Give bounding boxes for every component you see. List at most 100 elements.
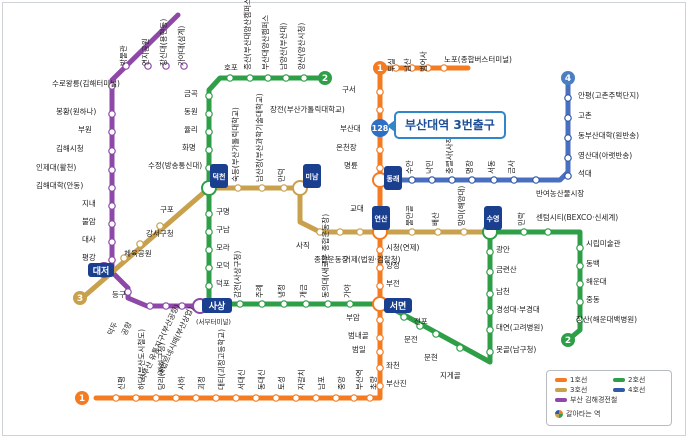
station-naengjeong[interactable]: 냉정 <box>276 284 286 298</box>
station-gimhae-college[interactable]: 김해대학(안동) <box>36 180 83 190</box>
station-jinae[interactable]: 지내 <box>82 199 96 208</box>
station-bujeon[interactable]: 부전 <box>386 278 400 288</box>
station-jangsin-univ[interactable]: 장신대(용현동) <box>158 19 168 66</box>
station-art-museum[interactable]: 시립미술관 <box>586 238 621 248</box>
station-deunggu[interactable]: 등구 <box>112 290 126 299</box>
station-daeti[interactable]: 대티(괴정고등학교) <box>216 329 226 390</box>
station-daesa[interactable]: 대사 <box>82 235 96 244</box>
station-gumyeong[interactable]: 구명 <box>216 206 230 216</box>
station-gamjeon[interactable]: 감전(사상구청) <box>232 251 242 298</box>
station-hopo[interactable]: 호포 <box>224 63 238 72</box>
station-choryang[interactable]: 초량 <box>369 376 378 390</box>
station-mangmi[interactable]: 망미(해양대) <box>456 186 466 226</box>
station-yulli[interactable]: 율리 <box>184 125 198 134</box>
station-pusan-univ[interactable]: 부산대 <box>340 123 361 133</box>
station-munjeon[interactable]: 문전 <box>404 334 418 344</box>
station-myeongjang[interactable]: 명장 <box>464 160 474 174</box>
station-gaegeum[interactable]: 개금 <box>298 284 308 298</box>
station-sicheong[interactable]: 시청(연제) <box>386 243 420 252</box>
station-anpyeong[interactable]: 안평(고촌주택단지) <box>578 90 639 100</box>
station-jwacheon[interactable]: 좌천 <box>386 360 400 370</box>
station-seodong[interactable]: 서동 <box>487 160 496 174</box>
station-beomeosa[interactable]: 범어사 <box>418 51 428 72</box>
station-myeongnyun[interactable]: 명륜 <box>344 160 358 170</box>
station-gaya-univ[interactable]: 가야대(삼계) <box>176 26 186 66</box>
station-suan[interactable]: 수안 <box>404 160 414 174</box>
station-buwon[interactable]: 부원 <box>78 125 92 134</box>
station-gimhae-cityhall[interactable]: 김해시청 <box>56 143 84 153</box>
station-jagalchi[interactable]: 자갈치 <box>297 369 306 390</box>
station-sajik[interactable]: 사직 <box>296 240 310 250</box>
station-gangseo-gu-office[interactable]: 강서구청 <box>146 228 174 238</box>
station-mulmangol[interactable]: 물만골 <box>405 205 414 226</box>
station-haeundae[interactable]: 해운대 <box>586 276 607 286</box>
station-gochon[interactable]: 고촌 <box>578 111 592 120</box>
station-airport[interactable]: 공항 <box>120 320 134 336</box>
station-toseong[interactable]: 토성 <box>277 376 286 390</box>
station-jungdong[interactable]: 중동 <box>586 295 600 304</box>
station-banyeo-market[interactable]: 반여농산물시장 <box>536 188 584 198</box>
station-mandeok[interactable]: 만덕 <box>276 168 286 182</box>
station-seodaesin[interactable]: 서대신 <box>237 369 246 390</box>
station-namsanjeong[interactable]: 남산정(부산과학기술대학교) <box>254 93 264 182</box>
station-inje-univ[interactable]: 인제대(활천) <box>36 162 76 172</box>
station-gaya[interactable]: 가야 <box>342 284 352 298</box>
station-jigegol[interactable]: 지게골 <box>440 370 461 380</box>
station-beomnaegol[interactable]: 범내골 <box>348 330 369 340</box>
station-oncheonjang[interactable]: 온천장 <box>336 142 357 152</box>
station-saha[interactable]: 사하 <box>176 376 186 390</box>
station-modeok[interactable]: 모덕 <box>216 260 230 270</box>
station-jangjeon[interactable]: 장전(부산가톨릭대학교) <box>270 104 345 114</box>
station-jurye[interactable]: 주례 <box>254 284 264 298</box>
station-jeungsan[interactable]: 증산(부산대양산캠퍼스) <box>242 0 252 70</box>
station-busanjin[interactable]: 부산진 <box>386 378 407 388</box>
station-surovangneung[interactable]: 수로왕릉(김해터미널) <box>52 78 120 88</box>
station-yangsan[interactable]: 양산(양산시청) <box>296 23 306 70</box>
station-yeonji-park[interactable]: 연지공원 <box>141 38 150 66</box>
station-goejeong[interactable]: 괴정 <box>196 376 206 390</box>
station-deokdu[interactable]: 덕두 <box>105 320 120 337</box>
station-yangjeong[interactable]: 양정 <box>386 260 400 270</box>
station-buam[interactable]: 부암 <box>346 312 360 322</box>
station-busan-station[interactable]: 부산역 <box>354 369 364 390</box>
station-gyodae[interactable]: 교대 <box>350 204 364 213</box>
station-geumsa[interactable]: 금사 <box>507 160 516 174</box>
station-namsan[interactable]: 남산 <box>402 58 412 72</box>
station-bonghwang[interactable]: 봉황(원하나) <box>56 106 96 116</box>
station-gwangan[interactable]: 광안 <box>496 244 510 254</box>
station-hadan[interactable]: 하단(부산도시철도) <box>136 329 146 390</box>
station-nangmin[interactable]: 낙민 <box>424 160 434 174</box>
station-gupo[interactable]: 구포 <box>160 205 174 214</box>
station-pyeonggang[interactable]: 평강 <box>82 252 96 262</box>
station-geoje[interactable]: 거제(법원·검찰청) <box>344 254 401 264</box>
station-sports-complex[interactable]: 종합운동장 <box>314 254 349 264</box>
station-hwamyeong[interactable]: 화명 <box>182 142 196 152</box>
station-geumnyeonsan[interactable]: 금련산 <box>496 264 517 274</box>
station-centum[interactable]: 센텀시티(BEXCO·신세계) <box>536 212 618 222</box>
station-museum[interactable]: 박물관 <box>118 45 128 66</box>
station-geumgok[interactable]: 금곡 <box>184 89 198 98</box>
station-guseo[interactable]: 구서 <box>342 85 356 94</box>
station-baesan[interactable]: 배산 <box>430 212 440 226</box>
station-munhyeon[interactable]: 문현 <box>424 353 438 362</box>
station-dusil[interactable]: 두실 <box>386 58 396 72</box>
station-mora[interactable]: 모라 <box>216 243 230 252</box>
station-beomil[interactable]: 범일 <box>352 344 366 354</box>
station-namcheon[interactable]: 남천 <box>496 286 510 296</box>
station-jungang[interactable]: 중앙 <box>336 376 346 390</box>
station-dongwon[interactable]: 동원 <box>184 107 198 116</box>
station-nampo[interactable]: 남포 <box>317 376 326 390</box>
station-pnu-yangsan[interactable]: 부산대양산캠퍼스 <box>260 15 270 70</box>
station-jeonpo[interactable]: 전포 <box>414 316 428 326</box>
station-motgol[interactable]: 못골(남구청) <box>496 345 536 354</box>
station-namyangsan[interactable]: 남양산(부산대) <box>278 23 288 70</box>
station-dongdaesin[interactable]: 동대신 <box>257 369 266 390</box>
station-youngsan-univ[interactable]: 영산대(아랫반송) <box>578 150 632 160</box>
station-chungnyeolsa[interactable]: 충렬사(사직) <box>444 134 454 174</box>
station-sukdeung[interactable]: 숙등(부산가톨릭대학교) <box>230 107 240 182</box>
station-dangni[interactable]: 당리(사하구청) <box>156 343 166 390</box>
station-daeyeon[interactable]: 대연(고려병원) <box>496 322 543 332</box>
station-sports-park[interactable]: 체육공원 <box>124 248 152 258</box>
station-sinpyeong[interactable]: 신평 <box>116 376 126 390</box>
station-dongeui-univ[interactable]: 동의대(새로운 종합운동장) <box>320 214 330 298</box>
